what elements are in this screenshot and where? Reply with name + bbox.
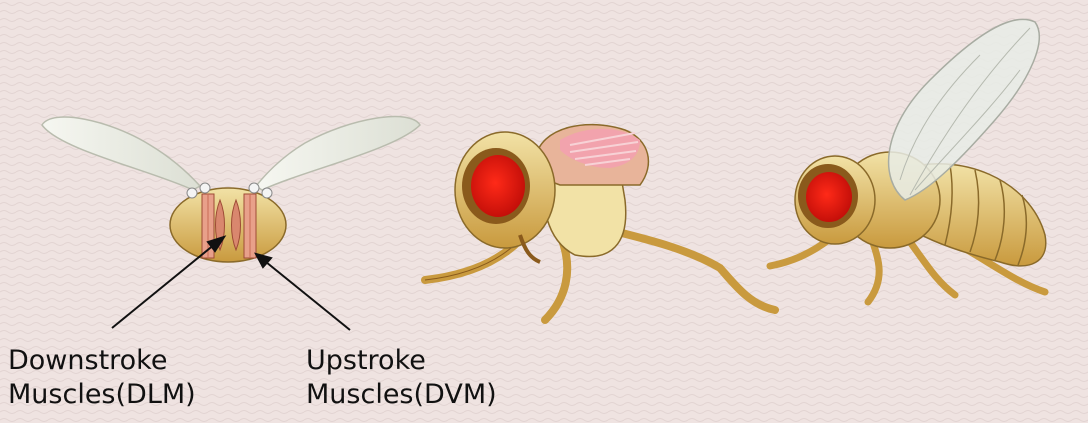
thorax bbox=[170, 188, 286, 262]
upstroke-label-line2: Muscles(DVM) bbox=[306, 378, 497, 412]
upstroke-label-line1: Upstroke bbox=[306, 344, 497, 378]
downstroke-label-line2: Muscles(DLM) bbox=[8, 378, 196, 412]
downstroke-label: Downstroke Muscles(DLM) bbox=[8, 344, 196, 412]
upstroke-label: Upstroke Muscles(DVM) bbox=[306, 344, 497, 412]
downstroke-label-line1: Downstroke bbox=[8, 344, 196, 378]
